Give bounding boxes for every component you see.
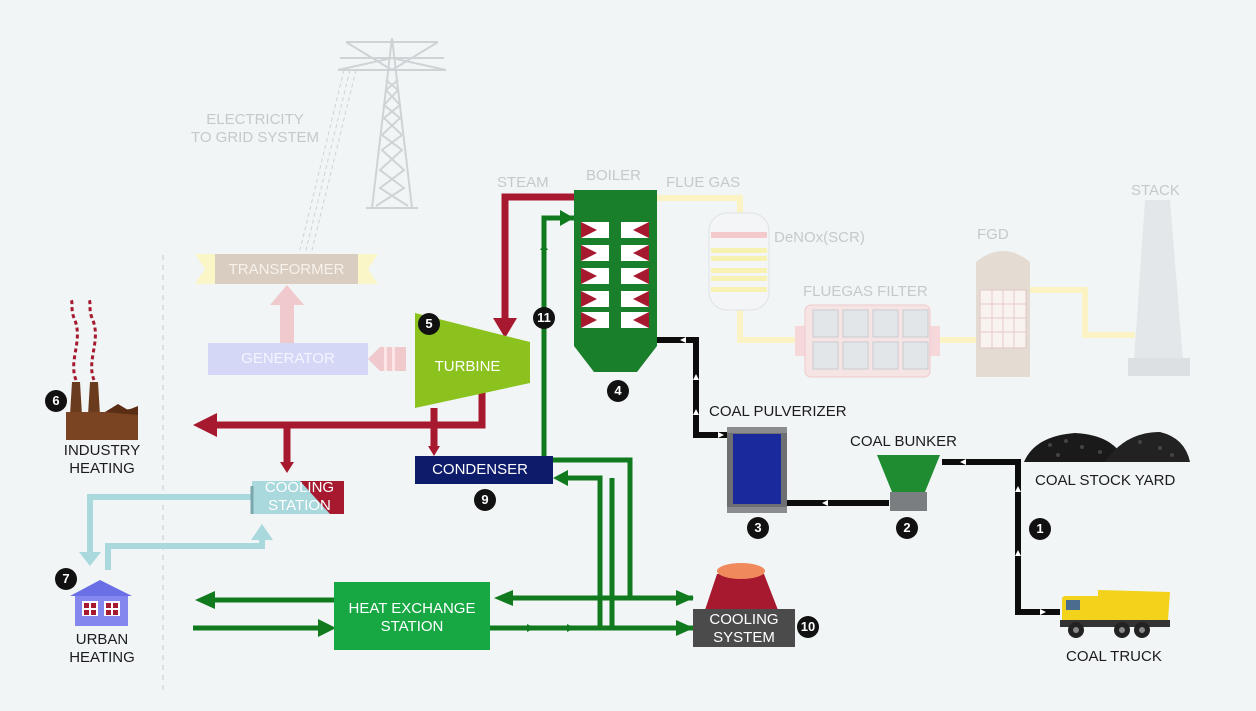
industry-arrowhead [193,413,217,437]
coal-bunker-label: COAL BUNKER [850,433,957,450]
cooling-station-label-2: STATION [268,497,331,514]
heat-exchange-box [334,582,490,650]
heating-pipes [87,494,265,570]
boiler-unit [574,190,657,372]
coal-pulverizer-unit [727,427,787,513]
cooling-system-unit [693,563,795,647]
flow-chevrons [527,244,575,632]
denox-unit [708,212,770,311]
industry-heating-label-1: INDUSTRY [63,442,141,459]
industry-heating-label-2: HEATING [69,460,135,477]
steam-arrowhead [493,318,517,338]
heat-in-arrowhead [318,619,336,637]
turbine-label: TURBINE [434,358,501,375]
coal-stock-pile [1024,432,1190,462]
coal-truck-label: COAL TRUCK [1066,648,1162,665]
step-2-marker: 2 [896,517,918,539]
generator-box [208,343,368,375]
fgd-label: FGD [977,226,1009,243]
exchange-return-arrowhead [494,590,513,606]
steam-pipes [215,193,575,462]
steam-label: STEAM [497,174,549,191]
stack-chimney [1128,200,1190,376]
urban-heating-label-2: HEATING [69,649,135,666]
heat-exchange-label-1: HEAT EXCHANGE [348,600,476,617]
cooling-system-label-1: COOLING [709,611,779,628]
condenser-return-arrowhead [553,470,568,486]
flue-gas-label: FLUE GAS [666,174,741,191]
boiler-label: BOILER [586,167,642,184]
step-6-marker: 6 [45,390,67,412]
step-3-marker: 3 [747,517,769,539]
fluegas-filter-unit [795,304,940,378]
coal-truck [1060,590,1170,638]
condenser-arrowhead [428,446,440,456]
cooling-system-label-2: SYSTEM [713,629,775,646]
condenser-label: CONDENSER [432,461,528,478]
step-1-marker: 1 [1029,518,1051,540]
industry-factory [66,296,138,440]
cooling-station-label-1: COOLING [264,479,335,496]
fgd-unit [976,251,1030,377]
generator-label: GENERATOR [241,350,335,367]
urban-house [70,580,132,626]
generator-shaft [368,347,406,371]
cooling-station-arrowhead [280,462,294,473]
coal-pulverizer-label: COAL PULVERIZER [709,403,847,420]
flue-gas-path [655,195,1135,343]
step-5-marker: 5 [418,313,440,335]
transmission-tower [299,37,447,251]
urban-heating-arrowhead [79,552,101,566]
coal-conveyor [656,337,1060,615]
boiler-feed-arrowhead [560,210,574,226]
cooling-system-in2-arrowhead [676,620,694,636]
cooling-station-return-arrowhead [251,524,273,540]
conveyor-arrows [680,337,1046,615]
urban-heating-label-1: URBAN [75,631,129,648]
electricity-label: ELECTRICITY [206,111,304,128]
generator-to-transformer-arrow [270,285,304,343]
heat-out-arrowhead [195,591,215,609]
turbine-unit [415,313,530,408]
to-grid-label: TO GRID SYSTEM [190,129,320,146]
condenser-box [415,456,553,484]
cooling-system-in-arrowhead [676,590,694,606]
denox-label: DeNOx(SCR) [774,229,865,246]
coal-bunker-unit [877,455,940,511]
step-7-marker: 7 [55,568,77,590]
cooling-station-box [250,481,344,514]
water-pipes [193,215,693,631]
heat-exchange-label-2: STATION [380,618,444,635]
step-4-marker: 4 [607,380,629,402]
step-10-marker: 10 [797,616,819,638]
step-9-marker: 9 [474,489,496,511]
stack-label: STACK [1131,182,1180,199]
transformer-box [195,254,378,284]
fluegas-filter-label: FLUEGAS FILTER [803,283,928,300]
transformer-label: TRANSFORMER [228,261,345,278]
step-11-marker: 11 [533,307,555,329]
coal-stock-yard-label: COAL STOCK YARD [1035,472,1176,489]
